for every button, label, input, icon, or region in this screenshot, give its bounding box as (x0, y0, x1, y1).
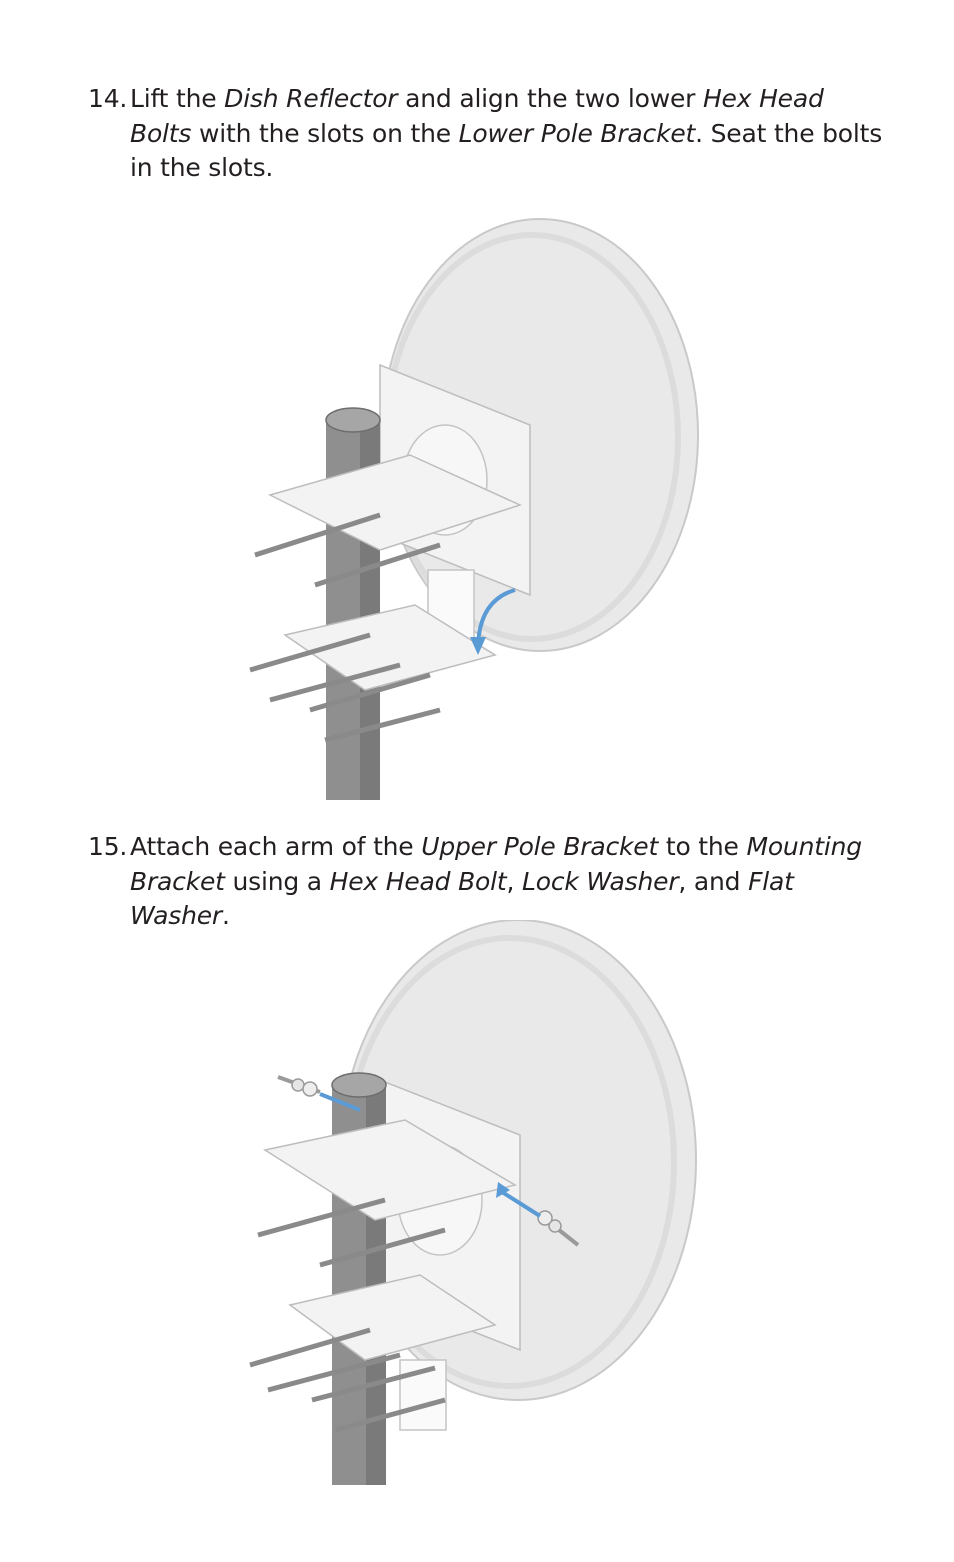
text-segment: Attach each arm of the (130, 832, 422, 861)
lower-pole-bracket (283, 604, 497, 691)
flat-washer-right (537, 1210, 553, 1226)
threaded-rod (249, 632, 371, 673)
illustration-step-14 (240, 205, 720, 805)
part-name-mounting-bracket: Mounting Bracket (130, 832, 862, 896)
text-segment: . (222, 901, 230, 930)
step-number: 15. (88, 832, 128, 861)
text-segment: to the (658, 832, 747, 861)
pole-top (325, 407, 381, 433)
direction-arrowhead (470, 637, 486, 655)
step-text: Lift the Dish Reflector and align the tw… (130, 82, 888, 186)
text-segment: and align the two lower (397, 84, 703, 113)
step-text: Attach each arm of the Upper Pole Bracke… (130, 830, 888, 934)
direction-arrow-left (319, 1092, 361, 1112)
step-15-instruction: 15. Attach each arm of the Upper Pole Br… (88, 830, 888, 934)
part-name-lower-pole-bracket: Lower Pole Bracket (458, 118, 696, 148)
threaded-rod (319, 1227, 446, 1268)
pole-top (331, 1072, 387, 1098)
threaded-rod (314, 542, 441, 588)
text-segment: , and (678, 866, 749, 896)
lock-washer-left (291, 1078, 305, 1092)
threaded-rod (257, 1197, 386, 1238)
flat-washer-left (302, 1081, 318, 1097)
threaded-rod (254, 512, 381, 558)
direction-arrowhead (496, 1182, 510, 1198)
threaded-rod (249, 1327, 371, 1368)
part-name-dish-reflector: Dish Reflector (224, 84, 398, 113)
text-segment: , (506, 866, 522, 896)
threaded-rod (267, 1352, 401, 1393)
threaded-rod (334, 1397, 446, 1433)
part-name-hex-head-bolt: Hex Head Bolt (329, 866, 507, 896)
lock-washer-right (548, 1219, 562, 1233)
text-segment: using a (224, 866, 330, 896)
upper-pole-bracket (267, 454, 523, 551)
threaded-rod (269, 662, 401, 703)
threaded-rod (311, 1365, 436, 1403)
step-14-instruction: 14. Lift the Dish Reflector and align th… (88, 82, 888, 186)
illustration-step-15 (240, 920, 720, 1490)
upper-pole-bracket (263, 1119, 517, 1221)
step-number: 14. (88, 84, 128, 113)
threaded-rod (324, 707, 441, 743)
part-name-upper-pole-bracket: Upper Pole Bracket (421, 832, 659, 861)
part-name-flat-washer: Flat Washer (130, 866, 794, 931)
text-segment: . Seat the bolts in the slots. (130, 118, 883, 183)
threaded-rod (309, 672, 431, 713)
text-segment: with the slots on the (191, 118, 459, 148)
text-segment: Lift the (130, 84, 225, 113)
direction-arrow-right (500, 1190, 542, 1218)
part-name-hex-head-bolts: Hex Head Bolts (130, 84, 824, 148)
part-name-lock-washer: Lock Washer (522, 866, 679, 896)
